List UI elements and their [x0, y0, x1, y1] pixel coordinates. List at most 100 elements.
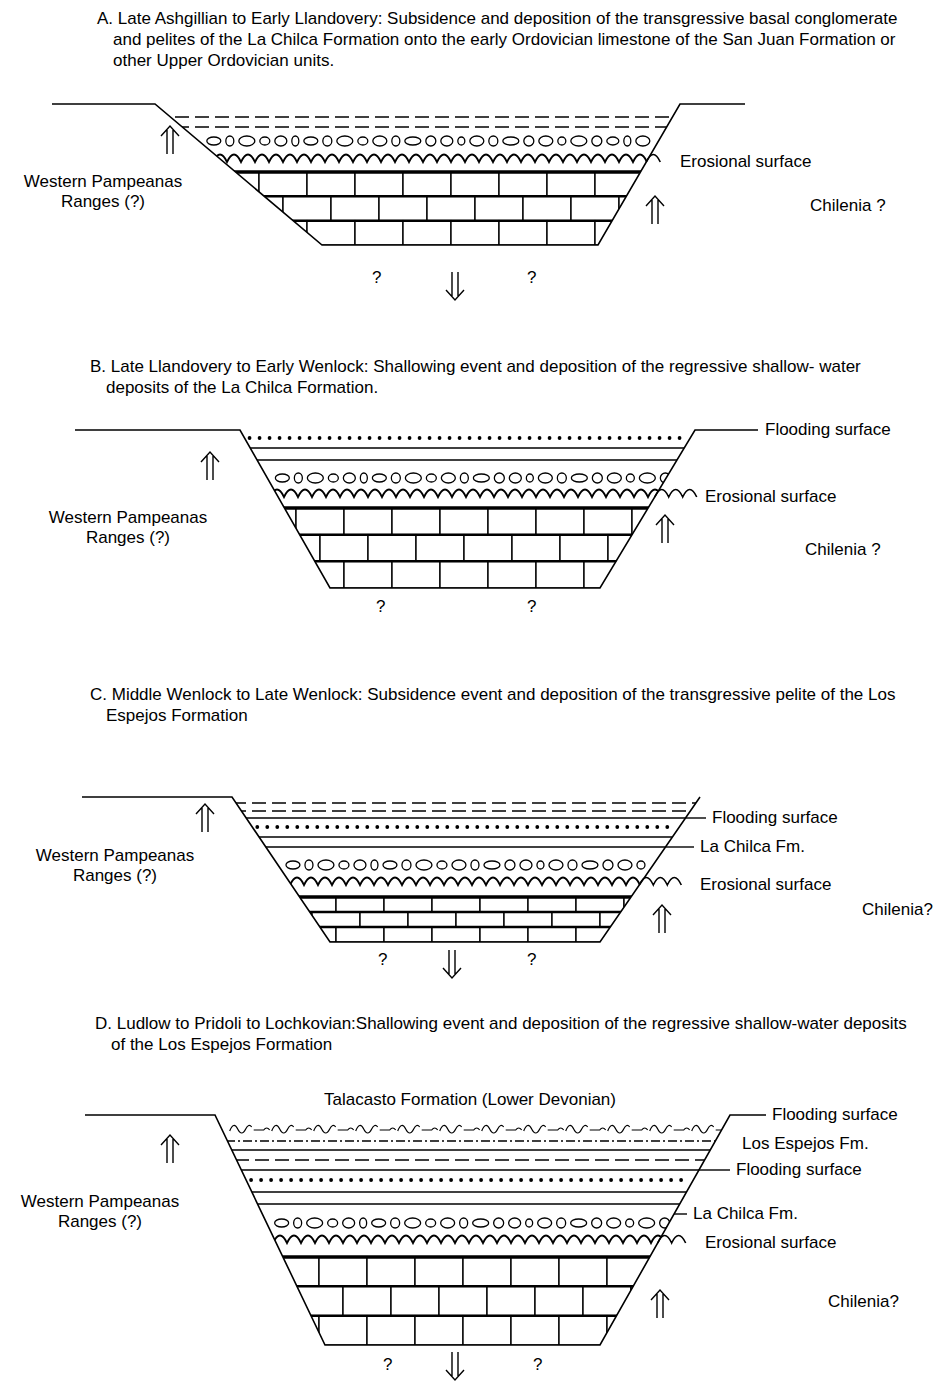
brick [547, 172, 595, 196]
brick-bed [175, 1255, 770, 1259]
dot [425, 825, 429, 829]
dot [629, 1178, 633, 1182]
dot [515, 825, 519, 829]
label-text: Flooding surface [772, 1105, 898, 1124]
erosional-surface [200, 490, 746, 498]
clast [639, 473, 655, 483]
bed-line [175, 1149, 770, 1150]
brick [512, 535, 560, 562]
brick [680, 508, 728, 535]
label-text: Talacasto Formation (Lower Devonian) [324, 1090, 616, 1109]
bed-line [200, 459, 735, 460]
clast [582, 861, 598, 869]
dot [495, 825, 499, 829]
heading-text: A. Late Ashgillian to Early Llandovery: … [97, 9, 897, 70]
annotation-label: ? [383, 1355, 392, 1375]
brick [655, 1257, 703, 1286]
pelite-dash [115, 126, 720, 127]
brick [480, 927, 528, 942]
brick [559, 1316, 607, 1345]
annotation-label: Chilenia ? [805, 540, 881, 560]
clast [328, 1219, 338, 1227]
clast [305, 860, 313, 870]
brick [283, 196, 331, 220]
conglomerate-clasts [286, 860, 645, 870]
dot [658, 436, 662, 440]
brick [224, 535, 272, 562]
clast [260, 137, 270, 145]
brick [552, 912, 600, 927]
brick [535, 1286, 583, 1315]
brick-bed [200, 533, 735, 536]
annotation-label: La Chilca Fm. [700, 837, 805, 857]
brick [643, 172, 691, 196]
dot [435, 825, 439, 829]
brick [584, 508, 632, 535]
brick [547, 221, 595, 245]
label-text: La Chilca Fm. [700, 837, 805, 856]
clast [405, 1218, 421, 1228]
brick [631, 1286, 679, 1315]
label-text: ? [376, 597, 385, 616]
clast [592, 1218, 602, 1228]
brick [211, 221, 259, 245]
brick [288, 897, 336, 912]
dot [529, 1178, 533, 1182]
brick-bed [192, 911, 740, 914]
brick [392, 508, 440, 535]
brick [499, 221, 547, 245]
uplift-arrow [646, 196, 664, 224]
label-text: ? [378, 950, 387, 969]
dot [419, 1178, 423, 1182]
dot [518, 436, 522, 440]
brick [320, 535, 368, 562]
brick-bed [115, 170, 720, 174]
dot [485, 825, 489, 829]
clast [505, 860, 515, 870]
annotation-label: Los Espejos Fm. [742, 1134, 869, 1154]
dot [378, 436, 382, 440]
clast [437, 861, 447, 869]
annotation-label: Erosional surface [700, 875, 831, 895]
uplift-arrow [651, 1290, 669, 1318]
brick [368, 535, 416, 562]
clast [568, 860, 577, 870]
brick [576, 927, 624, 942]
brick [415, 1257, 463, 1286]
clast [494, 473, 504, 483]
dot [639, 1178, 643, 1182]
label-text: ? [533, 1355, 542, 1374]
annotation-label: ? [378, 950, 387, 970]
dot [609, 1178, 613, 1182]
dot [395, 825, 399, 829]
clast [405, 473, 421, 483]
dot [298, 436, 302, 440]
brick [211, 172, 259, 196]
clast [372, 474, 386, 482]
clast [571, 474, 587, 482]
subsidence-arrow [446, 272, 464, 300]
panel-heading: D. Ludlow to Pridoli to Lochkovian:Shall… [95, 1013, 911, 1055]
dot [615, 825, 619, 829]
dot [555, 825, 559, 829]
dot [359, 1178, 363, 1182]
brick [248, 561, 296, 588]
brick [427, 196, 475, 220]
dot [519, 1178, 523, 1182]
pelite-dash [192, 810, 740, 811]
brick [199, 1286, 247, 1315]
brick [560, 535, 608, 562]
clast [391, 473, 400, 483]
dot [355, 825, 359, 829]
dot [288, 436, 292, 440]
brick [127, 1316, 175, 1345]
dot [548, 436, 552, 440]
brick [679, 1286, 727, 1315]
dot [549, 1178, 553, 1182]
brick [672, 927, 720, 942]
dot [338, 436, 342, 440]
dot [285, 825, 289, 829]
clast [607, 137, 619, 145]
brick [416, 535, 464, 562]
squiggle [692, 1125, 732, 1133]
